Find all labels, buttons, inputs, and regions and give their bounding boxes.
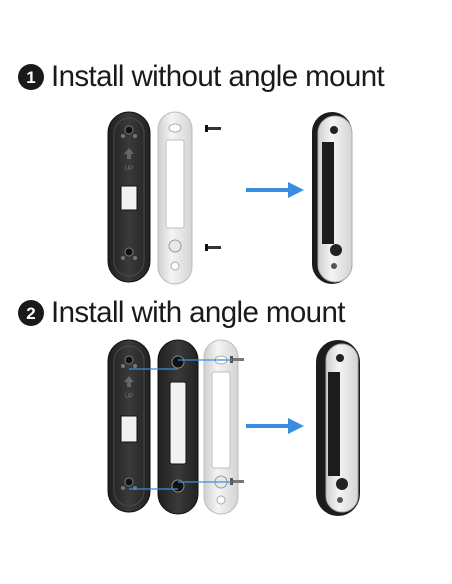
installed-doorbell: [316, 340, 360, 516]
screw-icon: [205, 244, 221, 251]
white-mounting-plate: [157, 111, 193, 285]
arrow-right-icon: [246, 418, 304, 434]
step-2-heading: 2 Install with angle mount: [18, 296, 345, 330]
arrow-right-icon: [246, 182, 304, 198]
step-2-title: Install with angle mount: [51, 296, 345, 329]
base-bracket: UP: [107, 339, 151, 513]
angle-mount: [157, 339, 199, 515]
embossed-up-label: UP: [125, 166, 133, 172]
screw-icon: [205, 125, 221, 132]
base-bracket: UP: [107, 111, 151, 283]
embossed-up-label: UP: [125, 394, 133, 400]
up-arrow-icon: [124, 148, 134, 159]
step-1-title: Install without angle mount: [51, 60, 385, 93]
step-1-heading: 1 Install without angle mount: [18, 60, 385, 94]
step-1-illustration: UP: [107, 111, 353, 285]
installed-doorbell: [312, 112, 353, 284]
white-mounting-plate: [203, 339, 239, 515]
step-2-illustration: UP: [107, 339, 360, 516]
step-2-number-badge: 2: [18, 300, 44, 326]
up-arrow-icon: [124, 376, 134, 387]
alignment-lines: [129, 359, 232, 490]
step-1-number-badge: 1: [18, 64, 44, 90]
